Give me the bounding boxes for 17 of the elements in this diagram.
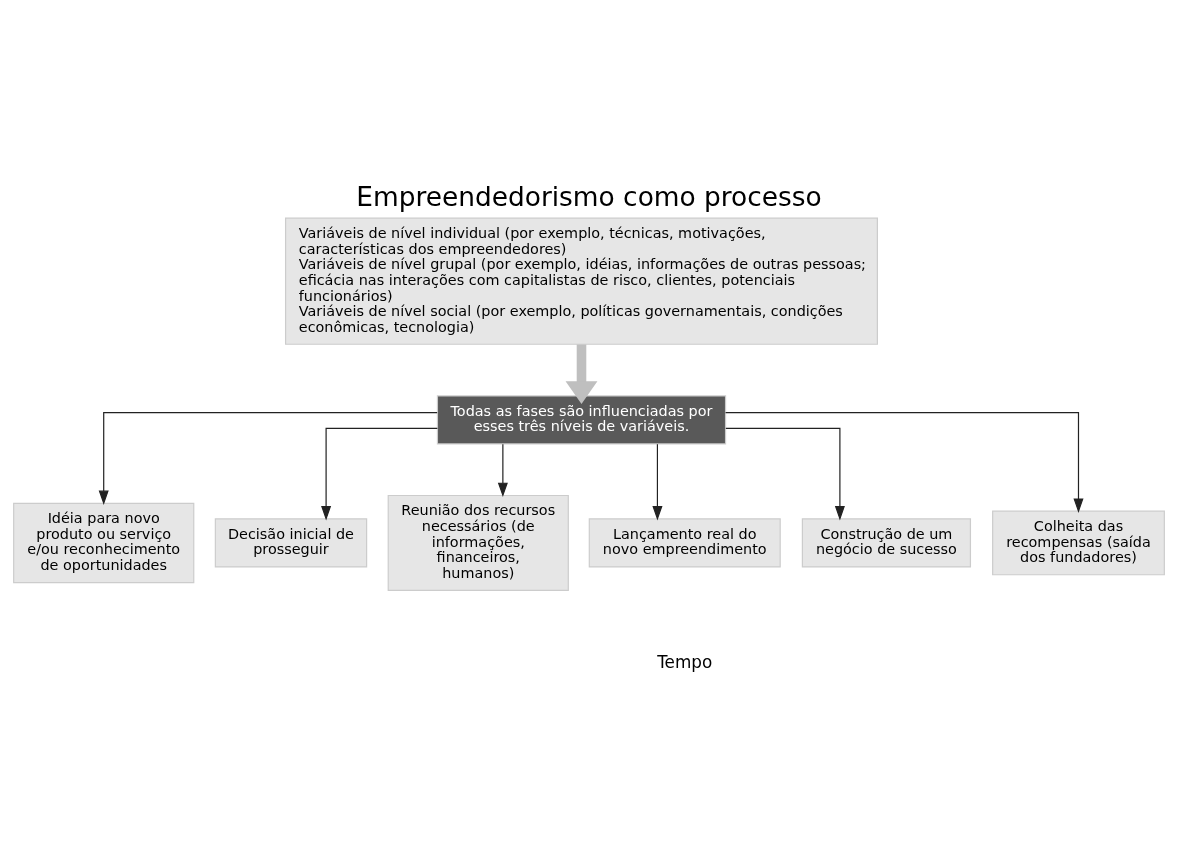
node-box: Lançamento real do novo empreendimento (588, 517, 781, 568)
node-box: Decisão inicial de prosseguir (214, 517, 368, 568)
arrow (321, 427, 438, 520)
node-box: Construção de um negócio de sucesso (801, 517, 972, 568)
arrow (98, 411, 438, 505)
arrow (725, 427, 845, 520)
arrow (565, 344, 598, 404)
diagram-title: Empreendedorismo como processo (356, 180, 822, 212)
node-box: Todas as fases são influenciadas por esses três níveis de variáveis. (436, 394, 727, 444)
node-box: Colheita das recompensas (saída dos fundadores) (992, 510, 1165, 575)
label: Tempo (657, 651, 713, 672)
node-box: Reunião dos recursos necessários (de informações, financeiros, humanos) (387, 494, 569, 591)
node-box: Idéia para novo produto ou serviço e/ou reconhecimento de oportunidades (13, 502, 195, 583)
arrow (725, 411, 1084, 513)
arrow (497, 443, 508, 497)
arrow (652, 443, 663, 520)
node-box: Variáveis de nível individual (por exemplo, técnicas, motivações, características dos empreendedores) Variáveis de nível grupal (por exemplo, idéias, informações de outras pessoas; eficácia nas interações com capitalistas de risco, clientes, potenciais funcionários) Variáveis de nível social (por exemplo, políticas governamentais, condições econômicas, tecnologia) (284, 217, 878, 345)
